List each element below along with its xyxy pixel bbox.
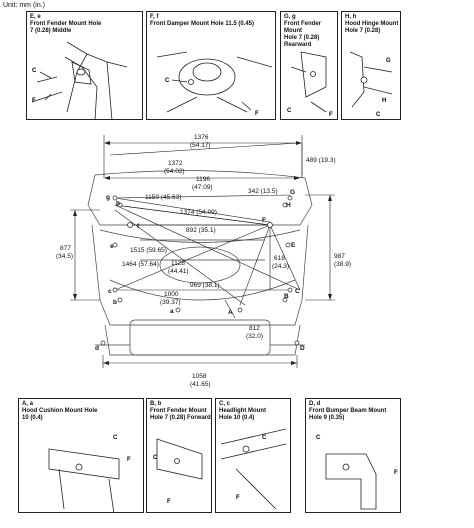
dim-1058: 1058 [192,373,207,380]
dim-1128-in: (44.41) [168,268,189,275]
detail-drawing-c: C F [220,428,287,510]
dim-1372: 1372 [168,160,183,167]
point-E: E [291,242,296,249]
dim-1376: 1376 [194,134,209,141]
dim-1196: 1196 [196,176,210,183]
dim-812: 812 [249,325,260,332]
axis-label-c: C [113,435,118,441]
panel-title-c: C, c Headlight Mount Hole 10 (0.4) [219,401,266,421]
point-A: A [228,309,233,316]
axis-label-f: F [167,499,171,505]
detail-panel-g: G, g Front Fender Mount Hole 7 (0.28) Re… [280,11,338,120]
dim-1058-in: (41.65) [190,381,211,388]
dim-987-in: (38.9) [334,261,351,268]
detail-panel-f: F, f Front Damper Mount Hole 11.5 (0.45)… [146,11,276,120]
axis-label-c: C [316,435,321,441]
axis-label-c: C [153,455,158,461]
dim-1374: 1374 (54.09) [180,209,217,216]
axis-label-c: C [165,78,170,84]
point-a: a [170,308,174,315]
dim-489: 489 (19.3) [306,157,336,164]
detail-drawing-d: C F [316,435,398,510]
detail-panel-a: A, a Hood Cushion Mount Hole 10 (0.4) C … [18,398,144,513]
axis-label-c: C [32,68,37,74]
dim-877-in: (34.5) [56,253,73,260]
point-g: g [106,194,110,201]
panel-title-b: B, b Front Fender Mount Hole 7 (0.28) Fo… [150,401,211,421]
detail-drawing-h: G H C [349,51,393,118]
point-c: c [108,288,112,295]
detail-panel-d: D, d Front Bumper Beam Mount Hole 9 (0.3… [305,398,401,513]
detail-panel-h: H, h Hood Hinge Mount Hole 7 (0.28) G H … [341,11,401,120]
panel-title-e: E, e Front Fender Mount Hole 7 (0.28) Mi… [30,14,102,34]
axis-label-f: F [255,111,259,117]
axis-label-h: H [382,98,386,104]
dim-618: 618 [274,255,285,262]
dim-987: 987 [334,253,345,260]
axis-label-g: G [386,58,391,64]
dim-1159: 1159 (45.63) [145,194,181,201]
point-D: D [300,345,305,352]
point-F: F [262,217,266,224]
dim-877: 877 [60,245,71,252]
axis-label-f: F [394,470,398,476]
point-b: b [113,299,117,306]
dim-1372-in: (54.02) [164,168,185,175]
unit-label: Unit: mm (in.) [3,2,45,9]
panel-title-g: G, g Front Fender Mount Hole 7 (0.28) Re… [284,14,321,48]
detail-drawing-e: C F [31,41,128,119]
point-e: e [110,243,114,250]
dim-1196-in: (47.09) [192,184,213,191]
axis-label-c: C [376,112,381,118]
point-f: f [137,223,140,230]
detail-panel-b: B, b Front Fender Mount Hole 7 (0.28) Fo… [146,398,212,513]
panel-title-h: H, h Hood Hinge Mount Hole 7 (0.28) [345,14,399,34]
dim-812-in: (32.0) [246,333,263,340]
point-d: d [95,345,99,352]
detail-drawing-b: C F [153,438,203,505]
panel-title-f: F, f Front Damper Mount Hole 11.5 (0.45) [150,14,255,27]
dim-892: 892 (35.1) [186,227,216,234]
point-G: G [290,189,295,196]
axis-label-f: F [329,112,333,118]
axis-label-f: F [236,495,240,501]
detail-drawing-f: C F [156,51,273,117]
dim-1464: 1464 (57.64) [122,261,159,268]
axis-label-c: C [262,435,267,441]
dim-1000: 1000 [164,291,179,298]
axis-label-f: F [32,98,36,104]
axis-label-c: C [287,108,292,114]
point-B: B [284,293,289,300]
panel-title-d: D, d Front Bumper Beam Mount Hole 9 (0.3… [309,401,387,421]
panel-title-a: A, a Hood Cushion Mount Hole 10 (0.4) [22,401,98,421]
point-C: C [295,288,300,295]
dim-969: 969 (38.1) [190,282,220,289]
point-H: H [286,202,291,209]
dim-1376-in: (54.17) [190,142,211,149]
dim-1515: 1515 (59.65) [130,247,167,254]
axis-label-f: F [127,457,131,463]
point-h: h [116,200,120,207]
detail-drawing-a: C F [48,435,131,512]
detail-panel-c: C, c Headlight Mount Hole 10 (0.4) C F [215,398,291,513]
dim-342: 342 (13.5) [248,188,278,195]
detail-panel-e: E, e Front Fender Mount Hole 7 (0.28) Mi… [26,11,143,120]
dimension-lines [70,135,335,368]
vehicle-frame [87,170,313,356]
dim-1128: 1128 [171,260,185,267]
dim-1000-in: (39.37) [160,299,181,306]
dim-618-in: (24.3) [272,263,289,270]
mount-holes [100,195,300,346]
dimension-arrowheads [73,141,332,365]
detail-drawing-g: C F [287,51,333,118]
